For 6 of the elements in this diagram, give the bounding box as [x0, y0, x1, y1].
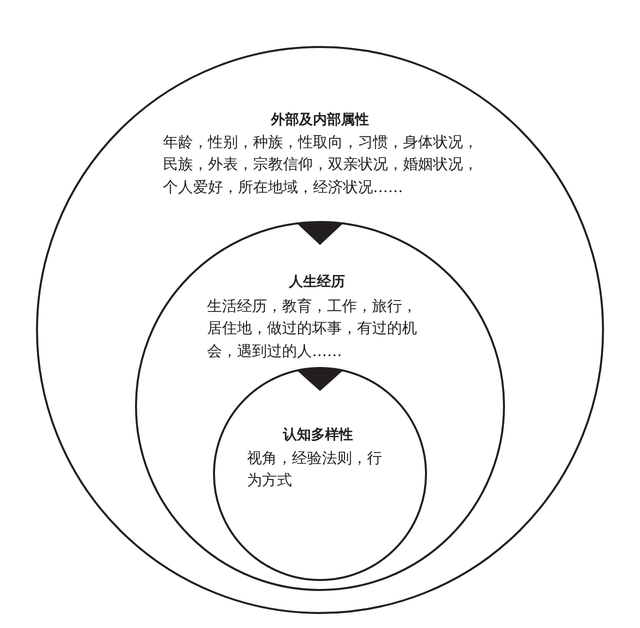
circle-description: 年龄，性别，种族，性取向，习惯，身体状况，民族，外表，宗教信仰，双亲状况，婚姻状况，个人爱好，所在地域，经济状况……	[163, 132, 479, 198]
circle-description: 生活经历，教育，工作，旅行，居住地，做过的坏事，有过的机会，遇到过的人……	[207, 296, 418, 362]
circle-title: 外部及内部属性	[271, 110, 369, 130]
circle-title: 认知多样性	[283, 426, 353, 445]
circle-title: 人生经历	[289, 273, 345, 292]
circle-description: 视角，经验法则，行为方式	[247, 448, 383, 492]
